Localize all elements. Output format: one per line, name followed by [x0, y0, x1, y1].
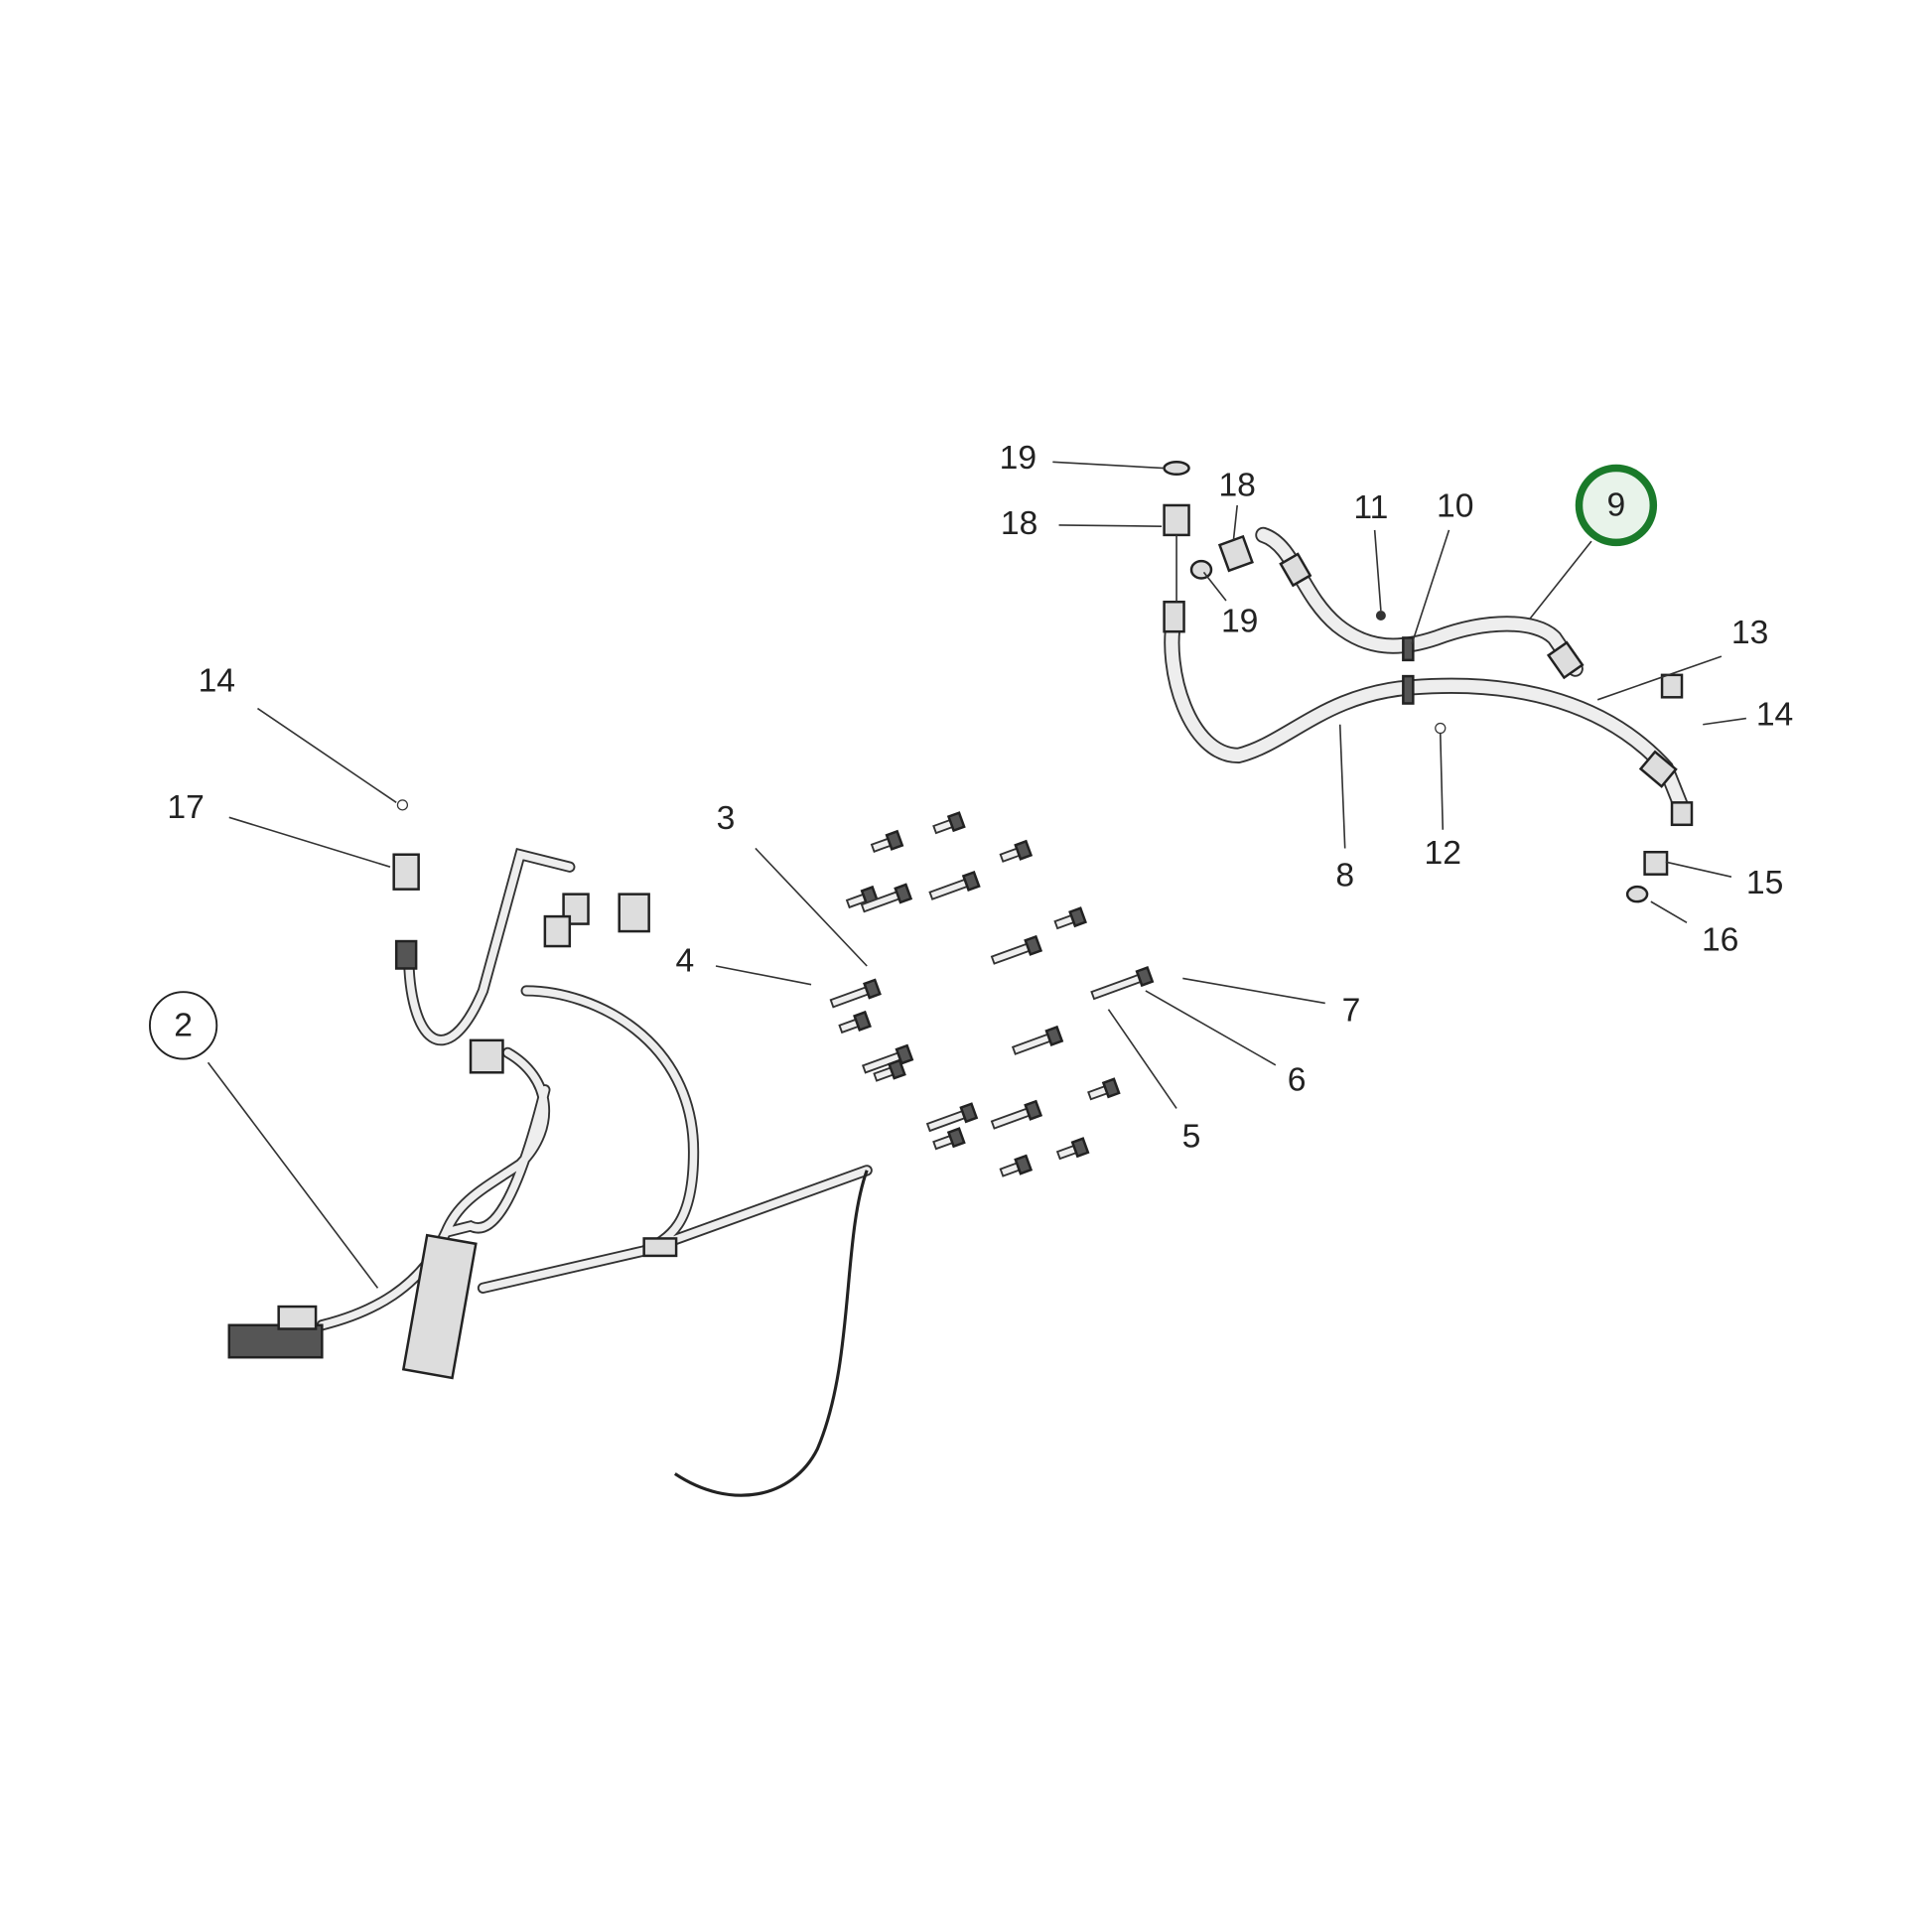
leader-line-3	[755, 847, 868, 967]
bolt	[838, 1010, 872, 1035]
leader-line-14	[257, 707, 397, 804]
leader-line-10	[1411, 529, 1450, 644]
leader-line-14	[1703, 717, 1746, 726]
bolt-set	[829, 811, 1155, 1177]
callout-number: 5	[1182, 1119, 1201, 1156]
leader-lines	[207, 461, 1746, 1289]
callout-number: 9	[1607, 486, 1626, 523]
leader-line-17	[228, 816, 391, 868]
bolt	[999, 839, 1034, 863]
leader-line-19	[1202, 571, 1227, 602]
hose-assembly-9[interactable]	[1255, 526, 1584, 677]
callout-number: 12	[1425, 835, 1461, 872]
leader-line-16	[1650, 900, 1688, 924]
bolt	[932, 1127, 966, 1151]
callout-18[interactable]: 18	[1001, 505, 1037, 542]
callout-number: 2	[174, 1007, 193, 1043]
leader-line-12	[1439, 733, 1445, 830]
bolt	[873, 1058, 906, 1082]
leader-line-4	[715, 965, 812, 986]
callout-13[interactable]: 13	[1731, 615, 1768, 651]
callout-8[interactable]: 8	[1335, 857, 1354, 894]
callout-16[interactable]: 16	[1702, 921, 1738, 958]
leader-line-13	[1596, 655, 1723, 701]
callout-11[interactable]: 11	[1353, 489, 1388, 526]
bolt	[990, 1099, 1043, 1130]
callout-19[interactable]: 19	[1221, 604, 1258, 640]
leader-line-15	[1665, 861, 1732, 878]
callout-19[interactable]: 19	[1000, 440, 1036, 477]
leader-line-2	[207, 1061, 379, 1289]
bolt	[990, 934, 1043, 965]
callout-12[interactable]: 12	[1425, 835, 1461, 872]
bolt	[870, 829, 904, 853]
callout-15[interactable]: 15	[1746, 865, 1783, 901]
leader-line-7	[1182, 977, 1325, 1005]
bolt	[1055, 1137, 1090, 1161]
callout-18[interactable]: 18	[1218, 467, 1255, 503]
callout-number: 18	[1001, 505, 1037, 542]
callout-number: 19	[1000, 440, 1036, 477]
callout-number: 7	[1342, 992, 1361, 1029]
leader-line-18	[1232, 504, 1238, 540]
bolt	[932, 811, 966, 835]
bolt	[928, 870, 981, 900]
hose-assembly-8[interactable]	[1164, 611, 1689, 813]
leader-line-6	[1145, 990, 1277, 1066]
leader-line-11	[1373, 529, 1382, 612]
leader-line-19	[1052, 461, 1165, 470]
callout-number: 6	[1288, 1061, 1307, 1098]
callout-ring	[149, 991, 218, 1060]
callout-number: 13	[1731, 615, 1768, 651]
leader-line-9	[1528, 540, 1592, 621]
callout-number: 16	[1702, 921, 1738, 958]
callout-5[interactable]: 5	[1182, 1119, 1201, 1156]
callout-2[interactable]: 2	[149, 991, 218, 1060]
callout-6[interactable]: 6	[1288, 1061, 1307, 1098]
leader-line-18	[1058, 524, 1163, 527]
callout-number: 10	[1437, 488, 1473, 525]
bolt	[1087, 1077, 1121, 1101]
callout-number: 18	[1218, 467, 1255, 503]
leader-line-8	[1338, 724, 1346, 849]
callout-17[interactable]: 17	[167, 789, 204, 826]
callout-14[interactable]: 14	[1756, 696, 1793, 733]
callout-4[interactable]: 4	[675, 943, 694, 980]
callout-number: 17	[167, 789, 204, 826]
callout-number: 3	[717, 800, 736, 837]
callout-number: 14	[199, 663, 235, 700]
leader-line-5	[1107, 1009, 1177, 1109]
fittings	[1163, 461, 1694, 903]
bolt	[860, 883, 913, 913]
bolt	[1011, 1025, 1064, 1055]
bolt	[925, 1102, 979, 1133]
callout-10[interactable]: 10	[1437, 488, 1473, 525]
wiring-harness-2[interactable]	[227, 799, 873, 1497]
callout-highlight-ring	[1575, 464, 1658, 547]
callout-7[interactable]: 7	[1342, 992, 1361, 1029]
bolt	[1053, 906, 1087, 930]
callout-14[interactable]: 14	[199, 663, 235, 700]
callout-number: 15	[1746, 865, 1783, 901]
callout-number: 11	[1353, 489, 1388, 526]
bolt	[861, 1043, 914, 1074]
callout-number: 8	[1335, 857, 1354, 894]
callout-9[interactable]: 9	[1575, 464, 1658, 547]
callout-number: 19	[1221, 604, 1258, 640]
bolt	[829, 978, 882, 1009]
bolt	[1090, 966, 1155, 1001]
callout-number: 4	[675, 943, 694, 980]
callout-3[interactable]: 3	[717, 800, 736, 837]
callout-number: 14	[1756, 696, 1793, 733]
bolt	[999, 1154, 1034, 1177]
